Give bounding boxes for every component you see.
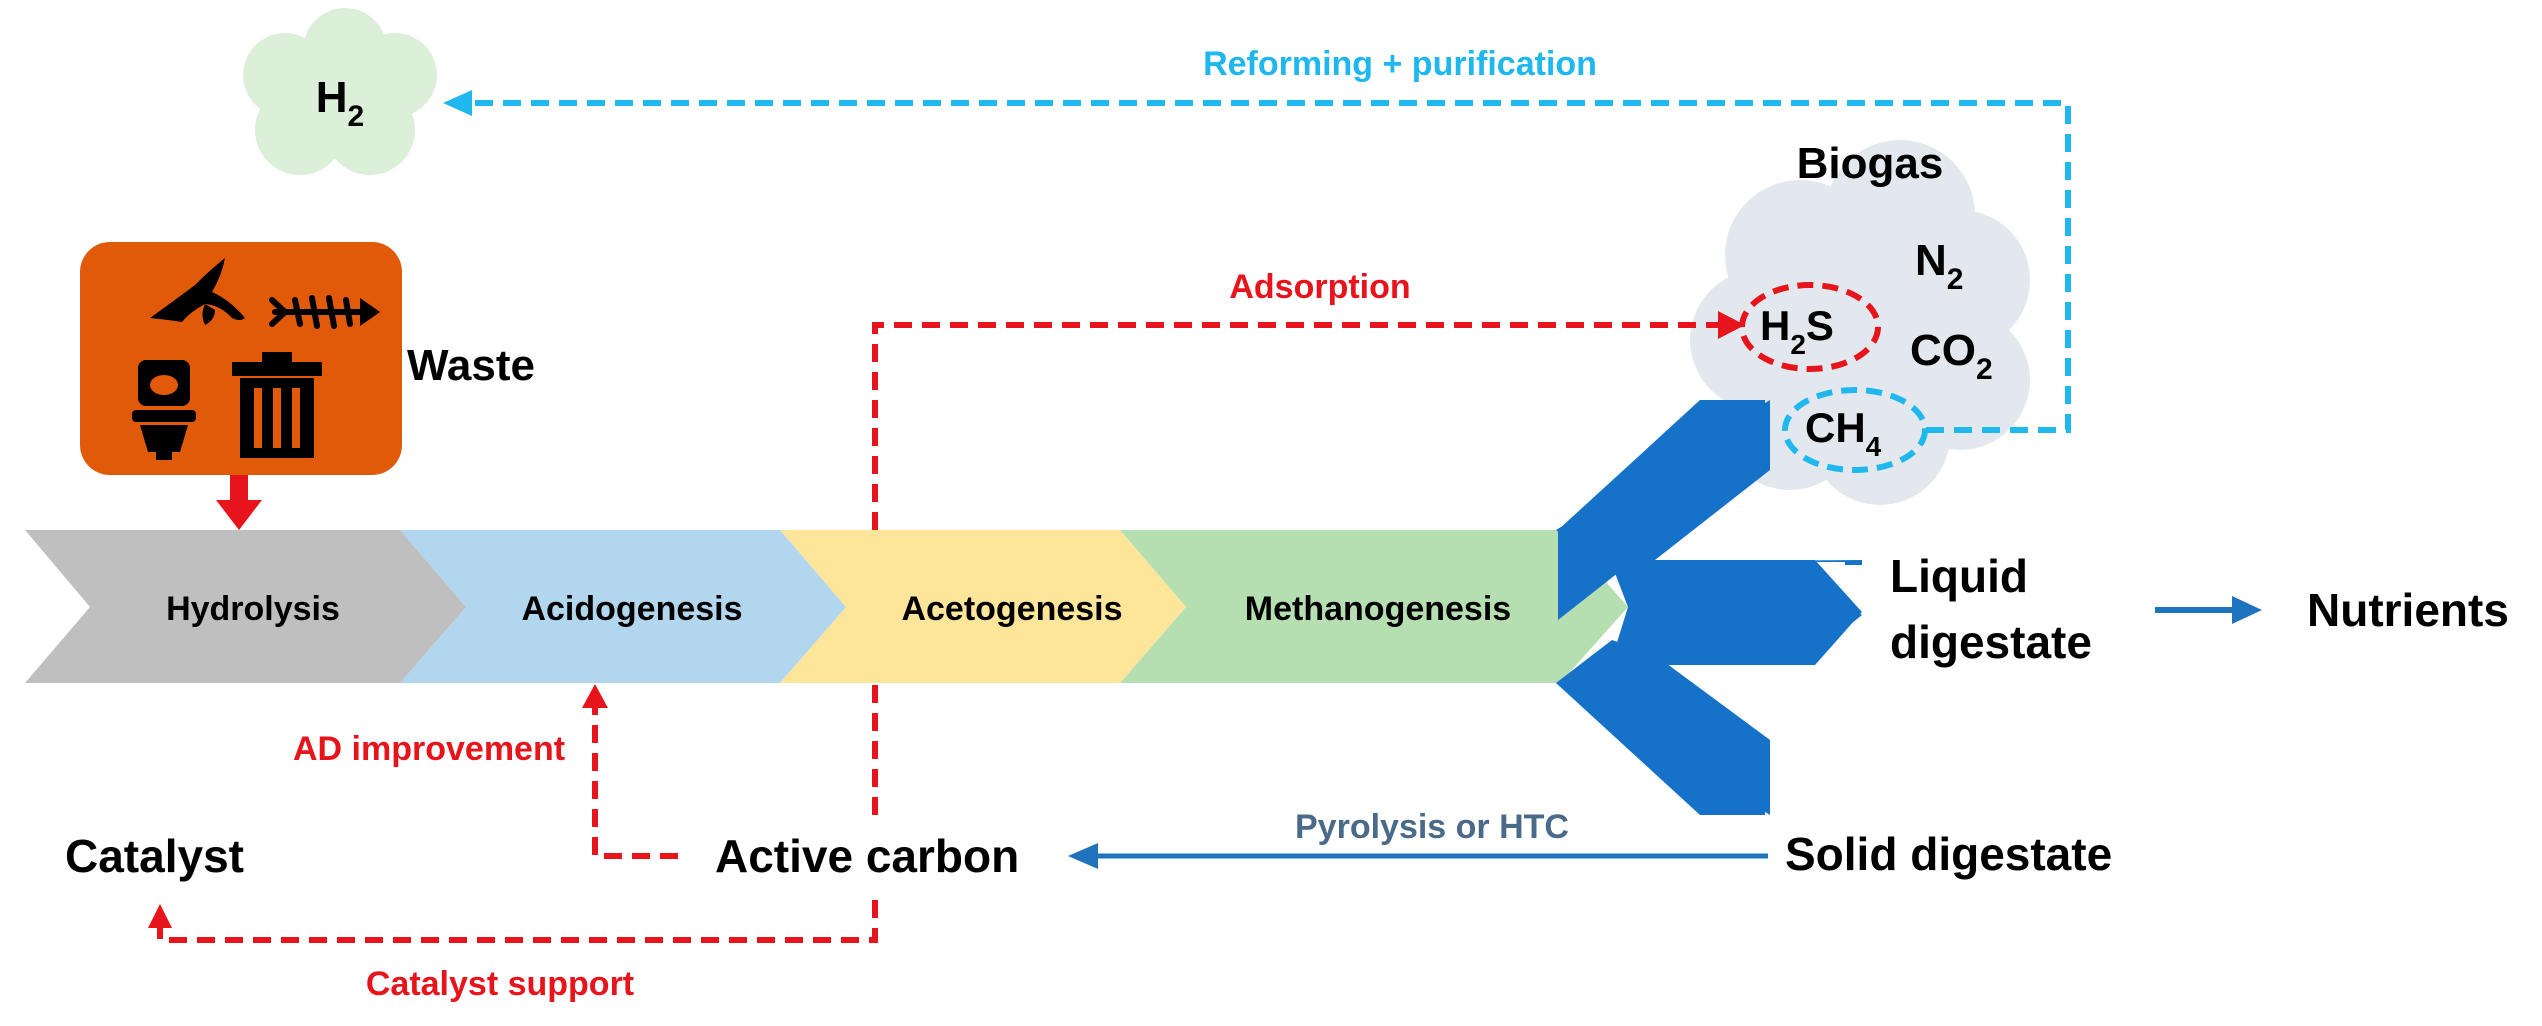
waste-input-arrow (216, 475, 262, 530)
biogas-ch4: CH4 (1805, 404, 1882, 462)
stage-acetogenesis (780, 530, 1186, 683)
ad-improvement-label: AD improvement (293, 730, 565, 768)
trash-bin-icon (232, 352, 322, 458)
catalyst-label: Catalyst (65, 830, 244, 882)
stage-label-acetogenesis: Acetogenesis (901, 590, 1122, 628)
stage-acidogenesis (400, 530, 846, 683)
reforming-path (470, 100, 2071, 433)
catalyst-support-arrowhead (148, 904, 172, 928)
pyrolysis-arrow (1068, 843, 1768, 869)
toilet-icon (132, 360, 196, 460)
waste-label: Waste (407, 341, 535, 390)
waste-box (80, 242, 402, 475)
h2s-highlight (1739, 282, 1881, 372)
adsorption-arrowhead (1718, 311, 1745, 339)
banana-peel-icon (150, 258, 245, 325)
stage-methanogenesis (1120, 530, 1628, 683)
adsorption-label: Adsorption (1229, 268, 1410, 306)
catalyst-support-label: Catalyst support (366, 965, 634, 1003)
active-carbon-label: Active carbon (715, 830, 1019, 882)
process-stages (25, 530, 1628, 683)
stage-label-methanogenesis: Methanogenesis (1245, 590, 1511, 628)
nutrients-label: Nutrients (2307, 584, 2509, 636)
biogas-h2s: H2S (1760, 302, 1834, 360)
nutrients-arrow (2155, 596, 2262, 624)
reforming-label: Reforming + purification (1203, 45, 1597, 83)
ch4-highlight (1782, 387, 1928, 473)
hydrogen-label: H2 (316, 73, 364, 133)
stage-label-acidogenesis: Acidogenesis (521, 590, 742, 628)
pyrolysis-label: Pyrolysis or HTC (1295, 808, 1569, 846)
fish-bone-icon (269, 295, 380, 329)
digestate-split-arrow (1556, 400, 1862, 815)
biogas-cloud (1690, 140, 2030, 505)
biogas-co2: CO2 (1910, 326, 1993, 386)
ad-improvement-path (592, 705, 678, 859)
hydrogen-cloud: H2 (243, 8, 437, 175)
stage-hydrolysis (25, 530, 466, 683)
biogas-title: Biogas (1797, 139, 1944, 188)
liquid-digestate-line1: Liquid (1890, 550, 2028, 602)
catalyst-support-path (157, 900, 878, 943)
stage-label-hydrolysis: Hydrolysis (166, 590, 340, 628)
liquid-digestate-line2: digestate (1890, 616, 2092, 668)
biogas-n2: N2 (1915, 236, 1963, 296)
solid-digestate-label: Solid digestate (1785, 828, 2112, 880)
adsorption-path (872, 322, 1735, 815)
ad-improvement-arrowhead (582, 684, 608, 708)
reforming-arrowhead (443, 90, 472, 116)
